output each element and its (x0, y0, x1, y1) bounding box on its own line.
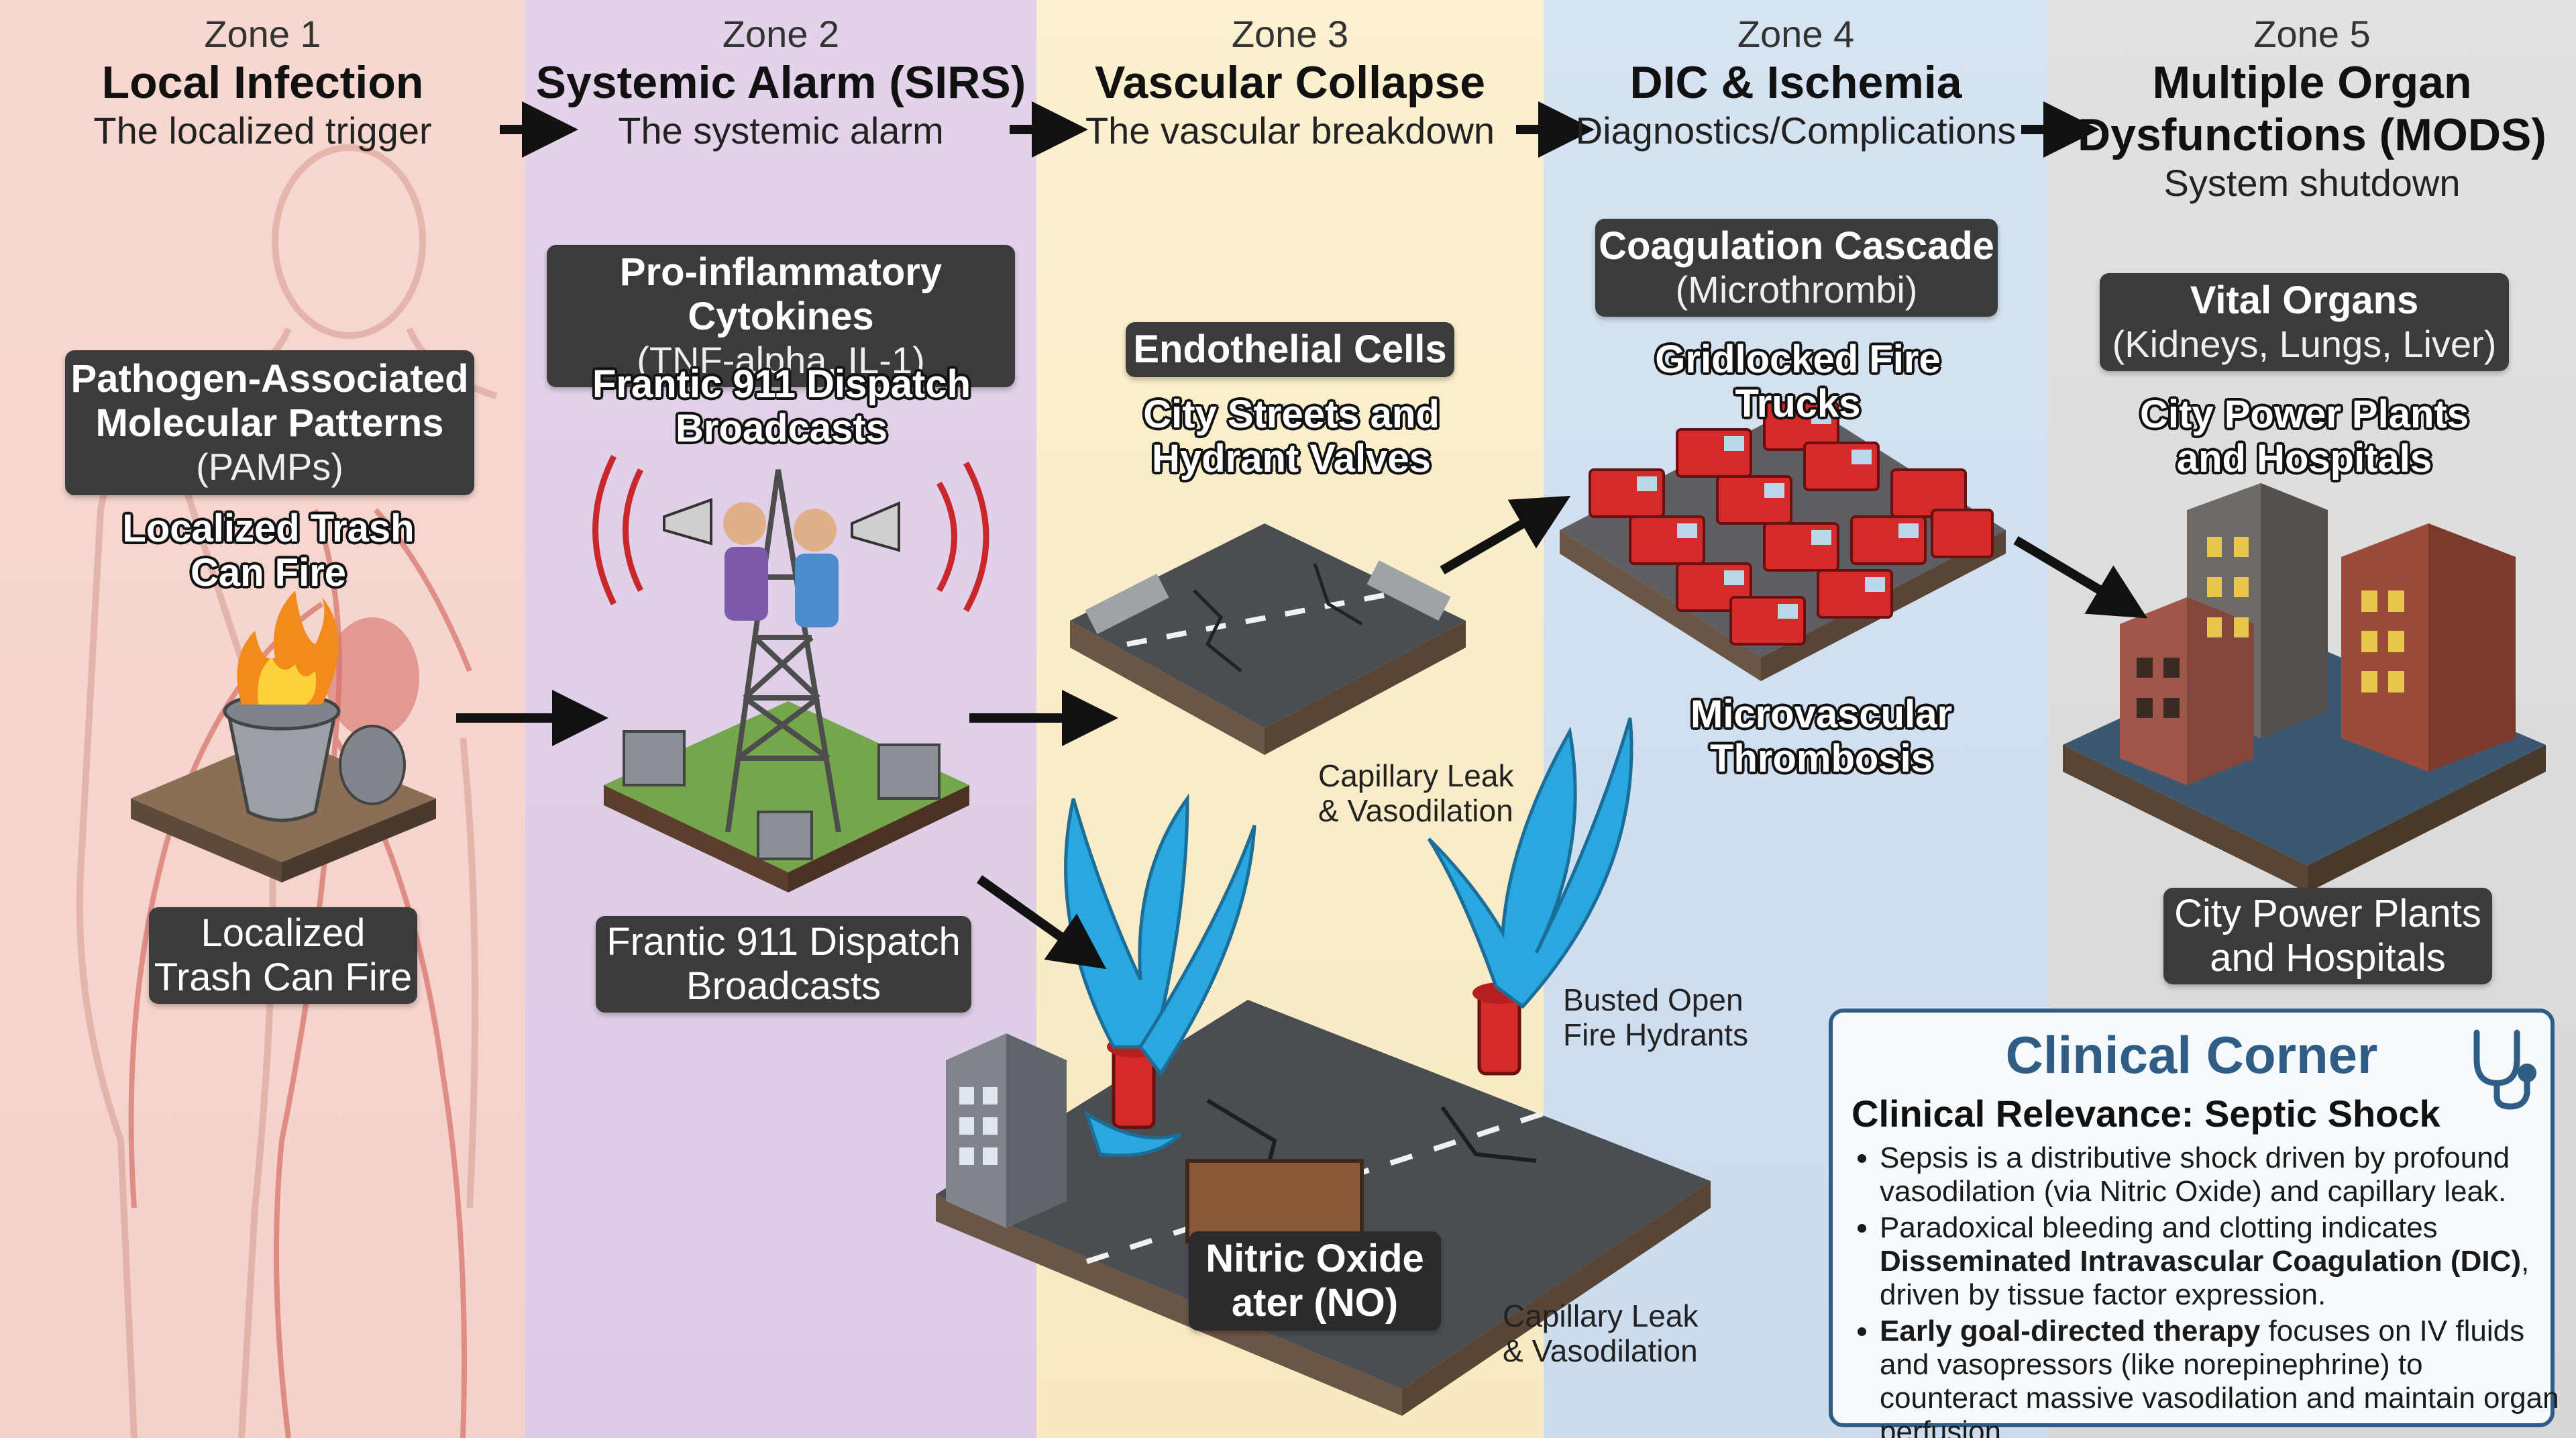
hospital-icon (2341, 523, 2516, 772)
alarm-waves-icon (592, 454, 989, 613)
coagulation-box: Coagulation Cascade (Microthrombi) (1595, 219, 1998, 317)
pamps-box: Pathogen-Associated Molecular Patterns (… (65, 350, 474, 495)
power-plants-analogy: City Power Plants and Hospitals (2140, 393, 2469, 480)
arrow-trucks-to-buildings (2013, 535, 2148, 619)
zone-title: Vascular Collapse (1094, 57, 1486, 108)
zone-subtitle: System shutdown (2163, 162, 2461, 204)
bullet-bold-text: Disseminated Intravascular Coagulation (… (1880, 1245, 2521, 1278)
person-with-megaphone-icon (663, 498, 768, 621)
zone-title: DIC & Ischemia (1629, 57, 1962, 108)
coagulation-subtitle: (Microthrombi) (1675, 268, 1918, 311)
office-building-icon (2120, 597, 2254, 785)
clinical-relevance-subtitle: Clinical Relevance: Septic Shock (1851, 1092, 2440, 1135)
zone-title: Local Infection (101, 57, 424, 108)
zone-number: Zone 1 (204, 13, 321, 55)
arrow-street-to-trucks (1440, 495, 1571, 575)
stethoscope-icon (2473, 1029, 2536, 1110)
trash-can-fire-icon (131, 590, 436, 882)
zone-number: Zone 2 (722, 13, 840, 55)
nitric-oxide-box: Nitric Oxide ater (NO) (1189, 1231, 1441, 1331)
dispatch-analogy: Frantic 911 Dispatch Broadcasts (592, 362, 971, 450)
cytokines-title: Pro-inflammatory Cytokines (619, 250, 943, 338)
trash-fire-label-box: Localized Trash Can Fire (149, 907, 417, 1004)
dispatch-label-box: Frantic 911 Dispatch Broadcasts (596, 916, 971, 1013)
nitric-oxide-label: Nitric Oxide ater (NO) (1205, 1237, 1424, 1325)
endothelial-box: Endothelial Cells (1126, 322, 1454, 377)
zone-subtitle: The localized trigger (93, 109, 432, 152)
clinical-bullets: Sepsis is a distributive shock driven by… (1853, 1141, 2564, 1438)
endothelial-title: Endothelial Cells (1133, 327, 1447, 371)
cracked-street-icon (1070, 523, 1466, 755)
trash-fire-label: Localized Trash Can Fire (154, 911, 413, 999)
fire-hydrant-icon (1472, 982, 1526, 1076)
radio-tower-icon (592, 454, 989, 892)
zone-3-header: Zone 3 Vascular Collapse The vascular br… (1036, 12, 1544, 153)
zone-subtitle: The systemic alarm (618, 109, 944, 152)
heart-icon (325, 617, 419, 738)
trash-fire-analogy: Localized Trash Can Fire (122, 507, 415, 595)
zone-title: Multiple Organ Dysfunctions (MODS) (2078, 57, 2546, 160)
person-with-megaphone-icon (794, 501, 900, 627)
pamps-title: Pathogen-Associated Molecular Patterns (70, 357, 469, 445)
dispatch-label: Frantic 911 Dispatch Broadcasts (606, 920, 961, 1008)
zone-title: Systemic Alarm (SIRS) (535, 57, 1026, 108)
zone-number: Zone 5 (2253, 13, 2371, 55)
capillary-leak-label: Capillary Leak & Vasodilation (1503, 1298, 1699, 1368)
clinical-bullet: Sepsis is a distributive shock driven by… (1880, 1141, 2564, 1209)
water-spray-icon (1064, 717, 1633, 1158)
vital-organs-box: Vital Organs (Kidneys, Lungs, Liver) (2100, 273, 2509, 371)
zone-5-header: Zone 5 Multiple Organ Dysfunctions (MODS… (2048, 12, 2576, 205)
bullet-bold-text: Early goal-directed therapy (1880, 1315, 2261, 1347)
zone-1-header: Zone 1 Local Infection The localized tri… (0, 12, 525, 153)
arrow-tower-to-hydrants (976, 875, 1107, 970)
zone-2-header: Zone 2 Systemic Alarm (SIRS) The systemi… (525, 12, 1036, 153)
clinical-bullet: Paradoxical bleeding and clotting indica… (1880, 1211, 2564, 1312)
power-plants-label-box: City Power Plants and Hospitals (2163, 888, 2492, 984)
clinical-bullet: Early goal-directed therapy focuses on I… (1880, 1315, 2564, 1438)
bullet-text: , driven by tissue factor expression. (1880, 1245, 2530, 1311)
streets-analogy: City Streets and Hydrant Valves (1143, 393, 1440, 480)
thrombosis-label: Microvascular Thrombosis (1690, 692, 1953, 780)
power-plants-label: City Power Plants and Hospitals (2174, 892, 2481, 980)
bullet-text: Sepsis is a distributive shock driven by… (1880, 1141, 2510, 1208)
vital-organs-title: Vital Organs (2190, 278, 2419, 322)
cytokines-subtitle: (TNF-alpha, IL-1) (637, 339, 925, 381)
bullet-text: focuses on IV fluids and vasopressors (l… (1880, 1315, 2559, 1438)
office-building-icon (946, 1033, 1067, 1228)
busted-hydrants-label: Busted Open Fire Hydrants (1563, 982, 1749, 1052)
bullet-text: Paradoxical bleeding and clotting indica… (1880, 1211, 2438, 1244)
clinical-corner-title: Clinical Corner (2005, 1025, 2378, 1084)
gridlocked-fire-trucks-icon (1560, 401, 2006, 681)
clinical-corner-panel: Clinical Corner Clinical Relevance: Sept… (1829, 1009, 2559, 1438)
zone-number: Zone 4 (1737, 13, 1855, 55)
zone-subtitle: The vascular breakdown (1085, 109, 1495, 152)
coagulation-title: Coagulation Cascade (1599, 224, 1994, 268)
capillary-leak-label: Capillary Leak & Vasodilation (1318, 758, 1514, 828)
zone-number: Zone 3 (1231, 13, 1349, 55)
fire-trucks-analogy: Gridlocked Fire Trucks (1655, 338, 1941, 425)
flow-arrows (456, 101, 2148, 970)
vital-organs-subtitle: (Kidneys, Lungs, Liver) (2112, 323, 2497, 365)
zone-subtitle: Diagnostics/Complications (1575, 109, 2017, 152)
zone-4-header: Zone 4 DIC & Ischemia Diagnostics/Compli… (1544, 12, 2048, 153)
flooded-buildings-icon (2063, 483, 2546, 892)
flooded-street-icon (936, 717, 1711, 1416)
cytokines-box: Pro-inflammatory Cytokines (TNF-alpha, I… (547, 245, 1015, 387)
pamps-subtitle: (PAMPs) (196, 446, 343, 488)
